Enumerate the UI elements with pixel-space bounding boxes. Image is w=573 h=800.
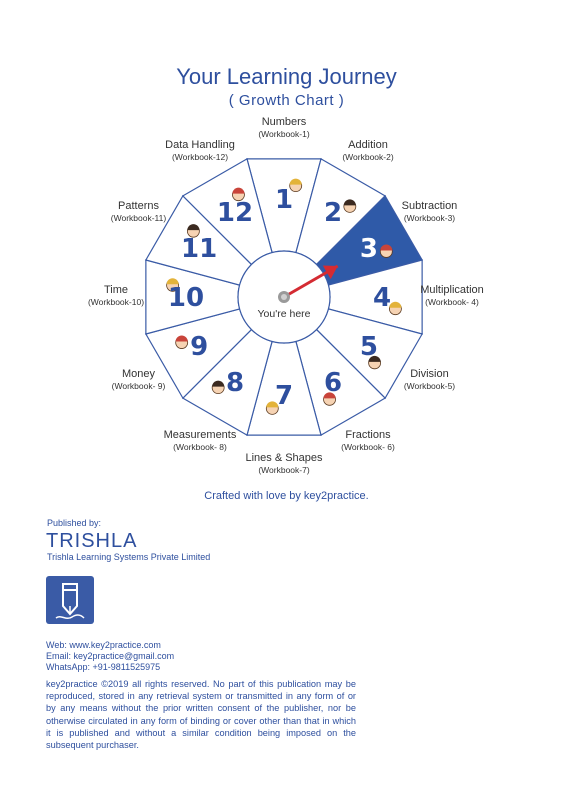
segment-label-12: Data Handling(Workbook-12) (145, 139, 255, 162)
topic-name: Addition (348, 138, 388, 151)
arrow-pivot-inner (281, 294, 287, 300)
segment-number-12: 12 (217, 198, 253, 228)
workbook-label: (Workbook-7) (258, 465, 310, 475)
page-subtitle: ( Growth Chart ) (228, 92, 345, 109)
copyright-text: key2practice ©2019 all rights reserved. … (46, 679, 356, 751)
child-icon (368, 355, 382, 370)
child-icon (343, 199, 357, 213)
segment-label-6: Fractions(Workbook- 6) (313, 429, 423, 452)
segment-number-2: 2 (324, 198, 342, 228)
topic-name: Patterns (118, 200, 159, 212)
topic-name: Measurements (163, 429, 237, 442)
segment-number-10: 10 (168, 283, 204, 313)
workbook-label: (Workbook- 9) (111, 381, 166, 391)
segment-label-1: Numbers(Workbook-1) (229, 116, 339, 139)
segment-number-4: 4 (373, 283, 391, 313)
workbook-label: (Workbook- 8) (173, 442, 227, 453)
email-link[interactable]: Email: key2practice@gmail.com (46, 651, 175, 661)
workbook-label: (Workbook-1) (258, 129, 310, 139)
workbook-label: (Workbook- 4) (425, 297, 479, 307)
published-by-label: Published by: (47, 518, 102, 528)
workbook-label: (Workbook-3) (403, 213, 456, 223)
segment-label-4: Multiplication(Workbook- 4) (397, 284, 507, 307)
topic-name: Subtraction (401, 200, 458, 212)
workbook-label: (Workbook-11) (110, 213, 167, 223)
segment-label-3: Subtraction(Workbook-3) (374, 200, 484, 223)
workbook-label: (Workbook-2) (342, 151, 394, 162)
publisher-company: Trishla Learning Systems Private Limited (47, 552, 211, 562)
crafted-note: Crafted with love by key2practice. (204, 490, 369, 502)
topic-name: Division (410, 368, 449, 380)
segment-label-7: Lines & Shapes(Workbook-7) (229, 452, 339, 475)
topic-name: Money (121, 368, 156, 380)
web-link[interactable]: Web: www.key2practice.com (46, 640, 161, 650)
segment-label-5: Division(Workbook-5) (374, 368, 484, 391)
page-title: Your Learning Journey (176, 64, 397, 89)
child-icon (265, 401, 279, 415)
segment-label-10: Time(Workbook-10) (61, 284, 171, 307)
segment-number-6: 6 (324, 368, 342, 398)
center-label: You're here (258, 308, 311, 320)
topic-name: Multiplication (420, 284, 484, 296)
topic-name: Lines & Shapes (245, 452, 323, 464)
topic-name: Time (103, 284, 129, 296)
child-icon (166, 278, 180, 292)
segment-number-9: 9 (190, 332, 208, 362)
topic-name: Numbers (261, 116, 307, 128)
segment-number-8: 8 (226, 368, 244, 398)
topic-name: Fractions (345, 429, 391, 442)
child-icon (289, 178, 303, 193)
segment-number-5: 5 (360, 332, 378, 362)
child-icon (379, 244, 393, 258)
segment-label-8: Measurements(Workbook- 8) (145, 429, 255, 452)
child-icon (211, 380, 225, 395)
segment-number-11: 11 (181, 234, 217, 264)
workbook-label: (Workbook-12) (171, 151, 229, 162)
publisher-brand: TRISHLA (46, 530, 138, 552)
pen-icon (46, 576, 94, 624)
child-icon (232, 187, 245, 202)
workbook-label: (Workbook- 6) (341, 442, 395, 453)
segment-number-7: 7 (275, 381, 293, 411)
child-icon (388, 301, 402, 316)
progress-arrow (283, 264, 339, 299)
child-icon (175, 335, 189, 349)
segment-number-3: 3 (360, 234, 378, 264)
child-icon (323, 392, 336, 406)
child-icon (186, 224, 200, 238)
whatsapp-number: WhatsApp: +91-9811525975 (46, 662, 161, 672)
topic-name: Data Handling (165, 138, 235, 151)
segment-label-2: Addition(Workbook-2) (313, 139, 423, 162)
contact-info: Web: www.key2practice.com Email: key2pra… (46, 640, 174, 673)
workbook-label: (Workbook-5) (403, 381, 456, 391)
segment-label-11: Patterns(Workbook-11) (84, 200, 194, 223)
segment-label-9: Money(Workbook- 9) (84, 368, 194, 391)
workbook-label: (Workbook-10) (87, 297, 145, 307)
segment-number-1: 1 (275, 185, 293, 215)
